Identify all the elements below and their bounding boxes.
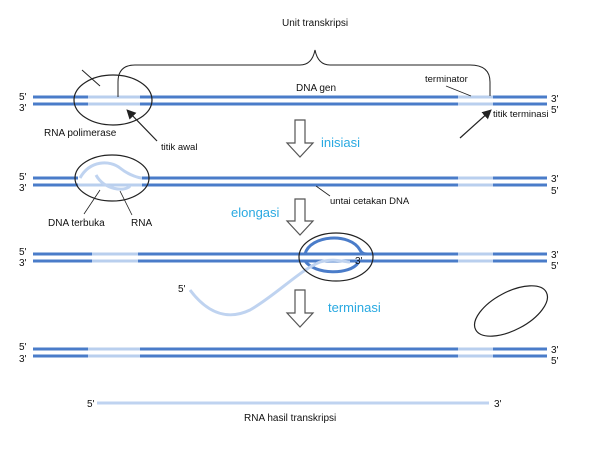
row-3-dna (33, 252, 547, 263)
unit-transkripsi-label: Unit transkripsi (282, 18, 348, 29)
terminator-label: terminator (425, 74, 468, 85)
dna-bubble-strand-bottom (303, 259, 360, 274)
end-label-5-top-left: 5' (19, 342, 27, 353)
end-label-5-top-left: 5' (19, 172, 27, 183)
row-4-dna (33, 347, 547, 358)
rna-polymerase-ellipse (74, 154, 150, 202)
end-label-3-top-right: 3' (551, 94, 559, 105)
titik-awal-label: titik awal (161, 142, 197, 153)
end-label-5-top-left: 5' (19, 247, 27, 258)
end-label-3-bottom-left: 3' (19, 258, 27, 269)
terminator-pointer (445, 85, 472, 97)
row-1-dna (33, 95, 547, 106)
titik-terminasi-label: titik terminasi (493, 109, 548, 120)
end-label-3-bottom-left: 3' (19, 183, 27, 194)
titik-awal-arrow (126, 109, 158, 142)
rna-3-end-label: 3' (355, 256, 363, 267)
rna-polymerase-ellipse (73, 74, 153, 126)
dna-bubble-strand-top (303, 236, 369, 256)
end-label-3-bottom-left: 3' (19, 103, 27, 114)
rna-polymerase-ellipse (298, 232, 374, 282)
end-label-5-top-left: 5' (19, 92, 27, 103)
dna-terbuka-pointer (83, 189, 101, 215)
row-2-dna (33, 176, 547, 187)
rna-pointer (119, 190, 133, 216)
rna-label: RNA (131, 218, 152, 229)
rna-product-5-end: 5' (87, 399, 95, 410)
end-label-5-bottom-right: 5' (551, 105, 559, 116)
untai-cetakan-pointer (315, 185, 331, 197)
stage-inisiasi-label: inisiasi (321, 135, 360, 150)
end-label-5-bottom-right: 5' (551, 261, 559, 272)
dna-gen-label: DNA gen (296, 83, 336, 94)
dna-terbuka-label: DNA terbuka (48, 218, 105, 229)
polymerase-tick (81, 69, 101, 87)
titik-terminasi-arrow (459, 109, 492, 139)
rna-hasil-label: RNA hasil transkripsi (244, 413, 336, 424)
released-polymerase-ellipse (473, 285, 549, 337)
end-label-3-top-right: 3' (551, 174, 559, 185)
unit-transkripsi-brace (117, 49, 491, 97)
rna-product-3-end: 3' (494, 399, 502, 410)
rna-transcript-strand (188, 258, 351, 317)
end-label-5-bottom-right: 5' (551, 186, 559, 197)
untai-cetakan-label: untai cetakan DNA (330, 196, 410, 207)
end-label-5-bottom-right: 5' (551, 356, 559, 367)
end-label-3-top-right: 3' (551, 250, 559, 261)
rna-5-end-label: 5' (178, 284, 186, 295)
down-arrow-icon (285, 289, 315, 328)
stage-terminasi-label: terminasi (328, 300, 381, 315)
rna-polimerase-label: RNA polimerase (44, 128, 117, 139)
end-label-3-bottom-left: 3' (19, 354, 27, 365)
end-label-3-top-right: 3' (551, 345, 559, 356)
rna-short-strand (94, 174, 132, 191)
stage-elongasi-label: elongasi (231, 205, 280, 220)
dna-bubble-strand (78, 161, 143, 180)
down-arrow-icon (285, 198, 315, 236)
down-arrow-icon (285, 119, 315, 158)
